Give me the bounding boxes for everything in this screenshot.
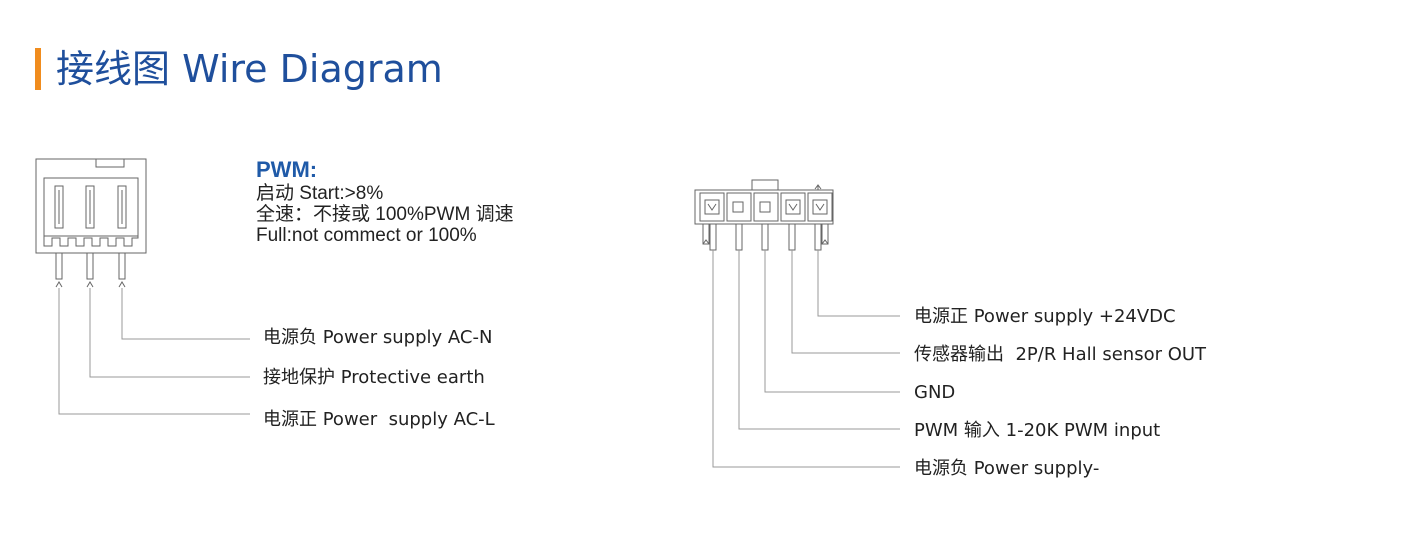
dc-label-neg: 电源负 Power supply- bbox=[914, 458, 1100, 479]
pwm-line-start: 启动 Start:>8% bbox=[256, 183, 384, 204]
dc-label-24v: 电源正 Power supply +24VDC bbox=[914, 306, 1176, 327]
ac-leader-earth bbox=[89, 288, 250, 378]
ac-leader-l bbox=[58, 288, 250, 415]
ac-pin-contact-2 bbox=[85, 185, 95, 229]
dc-connector-housing bbox=[694, 189, 834, 225]
title-accent-bar bbox=[35, 48, 41, 90]
dc-connector bbox=[694, 179, 834, 251]
dc-connector-latch bbox=[751, 179, 779, 190]
ac-connector-latch bbox=[95, 159, 125, 168]
ac-pin-contact-3 bbox=[117, 185, 127, 229]
pwm-line-full-english: Full:not commect or 100% bbox=[256, 225, 477, 246]
ac-leader-lines bbox=[58, 288, 250, 415]
dc-leader-pwm bbox=[738, 250, 900, 430]
pwm-line-full-speed: 全速：不接或 100%PWM 调速 bbox=[256, 204, 514, 225]
ac-connector-cavity bbox=[43, 177, 139, 237]
dc-leader-lines bbox=[712, 250, 900, 468]
ac-pin-leg-1 bbox=[55, 252, 63, 280]
dc-label-gnd: GND bbox=[914, 382, 956, 403]
pwm-note: PWM: 启动 Start:>8% 全速：不接或 100%PWM 调速 Full… bbox=[256, 157, 514, 246]
dc-label-pwm: PWM 输入 1-20K PWM input bbox=[914, 420, 1161, 441]
dc-leader-gnd bbox=[764, 250, 900, 393]
ac-pin-leg-3 bbox=[118, 252, 126, 280]
dc-leader-neg bbox=[712, 250, 900, 468]
ac-connector bbox=[35, 158, 147, 288]
ac-label-n: 电源负 Power supply AC-N bbox=[263, 327, 493, 348]
dc-label-hall: 传感器输出 2P/R Hall sensor OUT bbox=[914, 344, 1207, 365]
dc-leader-hall bbox=[791, 250, 900, 354]
ac-label-earth: 接地保护 Protective earth bbox=[263, 367, 485, 388]
pwm-heading: PWM: bbox=[256, 157, 318, 182]
ac-connector-teeth bbox=[43, 236, 139, 247]
ac-pin-contact-1 bbox=[54, 185, 64, 229]
ac-leader-n bbox=[121, 288, 250, 340]
ac-label-l: 电源正 Power supply AC-L bbox=[263, 409, 495, 430]
page-title: 接线图 Wire Diagram bbox=[56, 47, 443, 91]
ac-pin-leg-2 bbox=[86, 252, 94, 280]
dc-leader-24v bbox=[817, 250, 900, 317]
